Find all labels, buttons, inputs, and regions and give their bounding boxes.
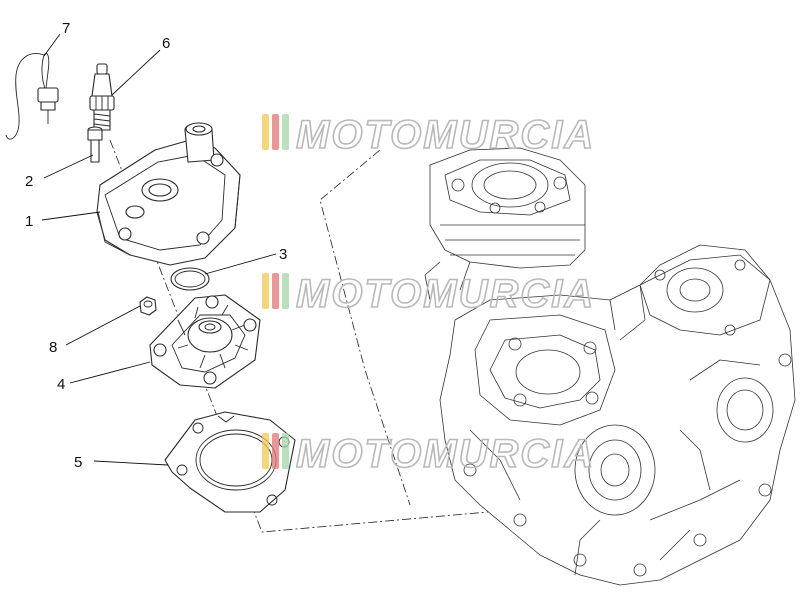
callout-2: 2 xyxy=(25,173,33,190)
watermark-stripe-green xyxy=(282,114,289,150)
watermark-stripe-red xyxy=(272,273,279,309)
leader-1 xyxy=(41,211,101,221)
part-7-spark-plug-cap xyxy=(5,53,59,140)
leader-4 xyxy=(69,361,151,384)
watermark-bottom: MOTOMURCIA xyxy=(262,431,595,477)
callout-3: 3 xyxy=(279,246,287,263)
leader-5 xyxy=(93,460,169,466)
callout-1: 1 xyxy=(25,213,33,230)
engine-crankcase xyxy=(424,147,796,586)
watermark-stripe-red xyxy=(272,433,279,469)
watermark-text: MOTOMURCIA xyxy=(296,272,595,316)
leader-2 xyxy=(43,154,94,179)
watermark-stripe-red xyxy=(272,114,279,150)
callout-5: 5 xyxy=(74,454,82,471)
watermark-middle: MOTOMURCIA xyxy=(262,271,595,317)
part-4-cylinder-head xyxy=(149,294,261,389)
watermark-stripe-green xyxy=(282,273,289,309)
callout-labels: 7 6 2 1 3 8 4 5 xyxy=(25,20,287,471)
part-1-cylinder-head-cover xyxy=(96,122,241,266)
watermark-stripe-yellow xyxy=(262,114,269,150)
watermark-top: MOTOMURCIA xyxy=(262,112,595,158)
watermark-text: MOTOMURCIA xyxy=(296,432,595,476)
watermark-stripe-green xyxy=(282,433,289,469)
callout-7: 7 xyxy=(62,20,70,37)
callout-leaders xyxy=(41,33,277,466)
watermark-stripe-yellow xyxy=(262,273,269,309)
part-2-head-bolt xyxy=(87,126,103,163)
leader-6 xyxy=(111,49,161,96)
callout-8: 8 xyxy=(49,339,57,356)
callout-6: 6 xyxy=(162,35,170,52)
watermark-text: MOTOMURCIA xyxy=(296,113,595,157)
part-3-o-ring xyxy=(170,267,210,291)
leader-3 xyxy=(204,253,277,275)
leader-8 xyxy=(65,305,141,346)
leader-7 xyxy=(43,33,61,57)
assembly-axis-lines xyxy=(109,139,489,533)
callout-4: 4 xyxy=(57,376,65,393)
part-8-nut xyxy=(139,296,157,316)
watermark-stripe-yellow xyxy=(262,433,269,469)
